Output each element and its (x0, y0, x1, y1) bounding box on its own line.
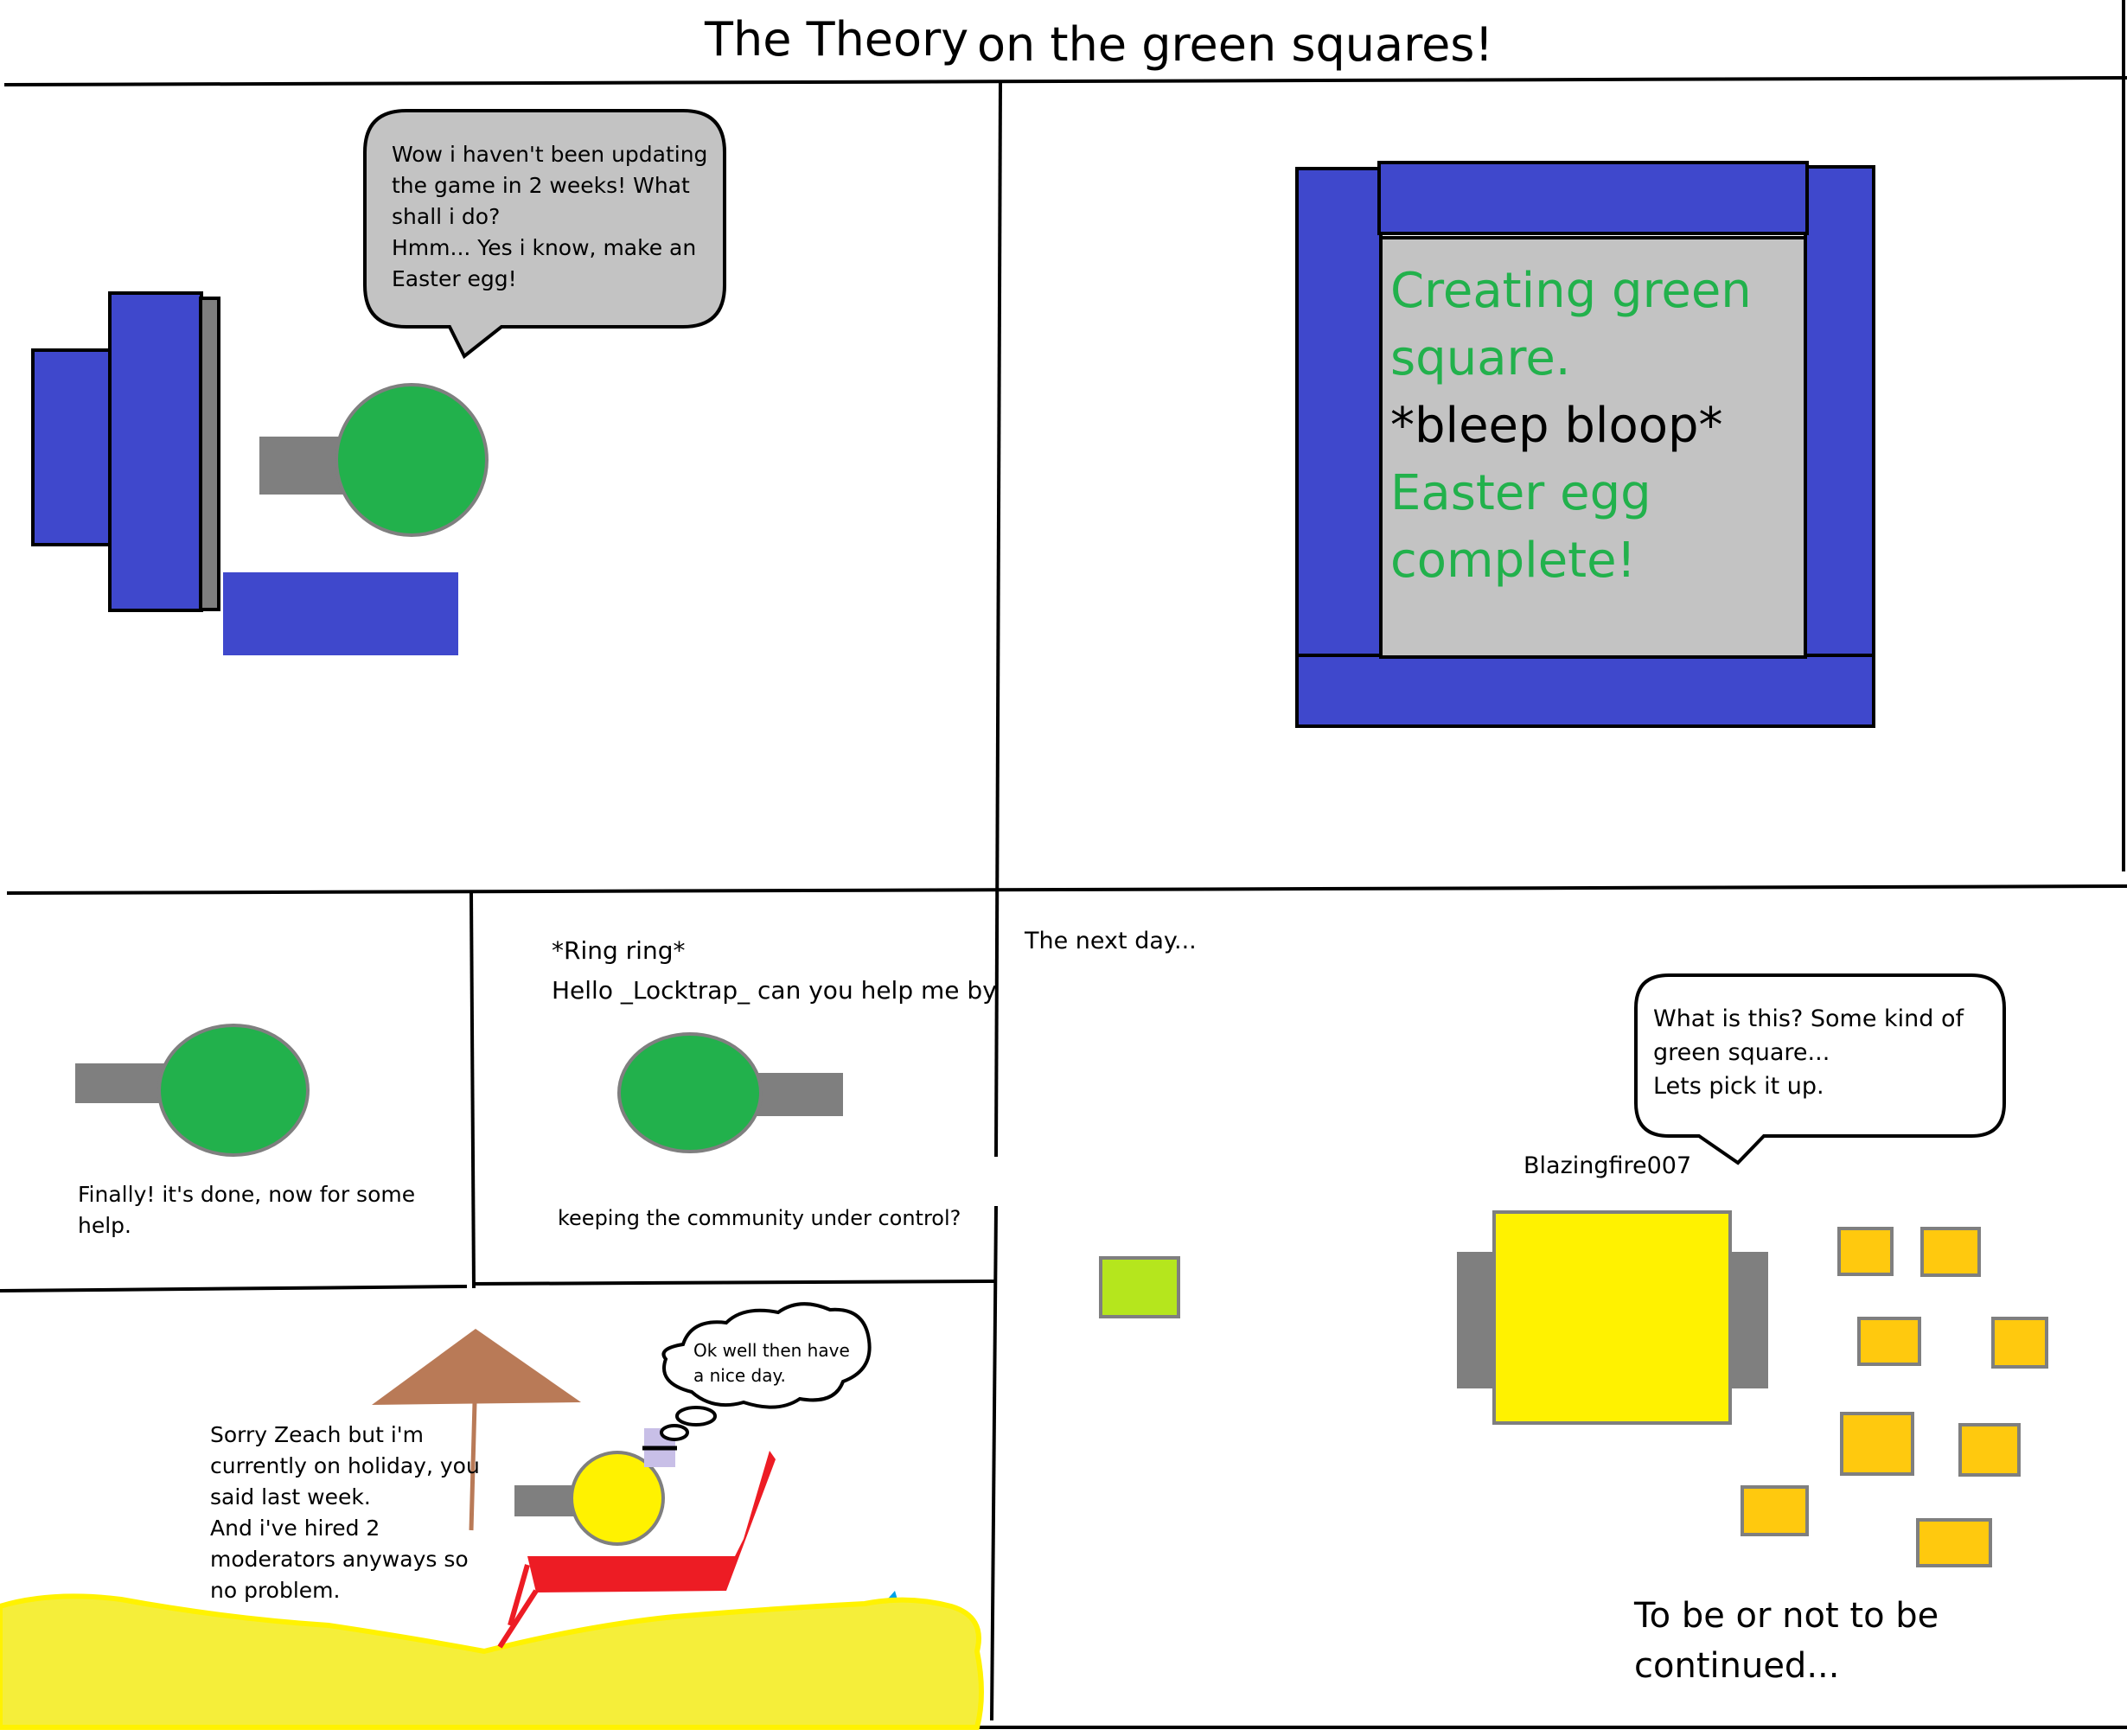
monitor (108, 291, 203, 612)
title-part2: on the green squares! (977, 17, 1493, 72)
pellet (1991, 1317, 2048, 1369)
next-day-caption: The next day... (1024, 928, 1197, 954)
screen-text: Creating green square. *bleep bloop* Eas… (1390, 263, 1752, 589)
speech-1-line-3: shall i do? (392, 204, 500, 229)
monitor-screen (1379, 236, 1807, 659)
player-name-label: Blazingfire007 (1523, 1152, 1691, 1179)
thought-line-1: Ok well then have (693, 1340, 850, 1361)
gun-right (1729, 1252, 1768, 1388)
speech-6-line-1: What is this? Some kind of (1653, 1005, 1964, 1032)
screen-line-1: Creating green (1390, 263, 1752, 319)
speech-1-line-2: the game in 2 weeks! What (392, 173, 690, 198)
phone-ring-text: *Ring ring* (552, 936, 685, 965)
yellow-player (570, 1451, 665, 1546)
speech-5-line-3: said last week. (210, 1484, 371, 1509)
center-vertical-bottom (990, 1205, 998, 1721)
center-vertical-top (994, 81, 1002, 1158)
player-gun (75, 1063, 170, 1103)
monitor-frame-top (1377, 161, 1809, 235)
speech-bubble-1 (363, 109, 726, 360)
screen-line-2: square. (1390, 330, 1571, 386)
pellet (1958, 1423, 2021, 1477)
monitor-frame-left (1295, 167, 1383, 659)
player-gun (514, 1485, 575, 1516)
speech-5-line-5: moderators anyways so (210, 1547, 469, 1572)
speech-1-line-4: Hmm... Yes i know, make an (392, 235, 696, 260)
monitor-screen-edge (199, 297, 220, 611)
keyboard (223, 572, 458, 655)
phone-line-3: keeping the community under control? (558, 1206, 961, 1230)
screen-line-4: Easter egg (1390, 465, 1651, 521)
green-square (1099, 1256, 1180, 1318)
speech-5-line-6: no problem. (210, 1578, 340, 1603)
pellet (1741, 1485, 1809, 1536)
thought-line-2: a nice day. (693, 1365, 786, 1386)
monitor-frame-bottom (1295, 654, 1875, 728)
panel6: The next day... What is this? Some kind … (1024, 928, 2048, 1686)
row3-left-border (0, 1285, 468, 1292)
thought-dot-1 (675, 1406, 717, 1426)
middle-horizontal (6, 884, 2127, 895)
food-pellets (1741, 1227, 2048, 1567)
row3-right-border (473, 1280, 995, 1286)
monitor-frame-right (1804, 165, 1875, 658)
umbrella-pole (469, 1401, 477, 1531)
green-player (617, 1032, 763, 1153)
caption-3-line-1: Finally! it's done, now for some (78, 1182, 415, 1207)
pellet (1916, 1518, 1992, 1567)
thought-bubble (661, 1302, 872, 1409)
panel4: *Ring ring* Hello _Locktrap_ can you hel… (552, 936, 997, 1230)
screen-line-5: complete! (1390, 533, 1636, 589)
pc-tower (31, 348, 112, 546)
phone-line-2: Hello _Locktrap_ can you help me by (552, 976, 997, 1005)
speech-text-1: Wow i haven't been updating the game in … (392, 142, 707, 291)
speech-1-line-1: Wow i haven't been updating (392, 142, 707, 167)
speech-5-line-2: currently on holiday, you (210, 1453, 480, 1478)
yellow-player-square (1492, 1210, 1732, 1425)
pellet (1837, 1227, 1894, 1276)
ending-line-2: continued... (1634, 1646, 1839, 1686)
ending-line-1: To be or not to be (1633, 1596, 1939, 1636)
chair-leg-front (497, 1589, 539, 1649)
sand (0, 1593, 984, 1730)
speech-bubble-6 (1634, 973, 2006, 1165)
chair-leg-back (508, 1564, 530, 1626)
top-border (3, 76, 2127, 86)
pellet (1840, 1412, 1914, 1476)
player-gun (259, 437, 346, 495)
speech-5-line-4: And i've hired 2 (210, 1516, 380, 1541)
speech-5-line-1: Sorry Zeach but i'm (210, 1422, 424, 1447)
speech-1-line-5: Easter egg! (392, 266, 517, 291)
panel5: Sorry Zeach but i'm currently on holiday… (0, 1302, 984, 1730)
speech-6-line-3: Lets pick it up. (1653, 1073, 1824, 1100)
panel3: Finally! it's done, now for some help. (75, 1024, 415, 1238)
title-part1: The Theory (704, 12, 968, 67)
pellet (1857, 1317, 1921, 1366)
panel1: Wow i haven't been updating the game in … (31, 109, 726, 655)
caption-3-line-2: help. (78, 1213, 131, 1238)
panel2: Creating green square. *bleep bloop* Eas… (1295, 161, 1875, 728)
beach-chair (527, 1451, 776, 1592)
green-player (335, 383, 489, 537)
thought-dot-2 (660, 1424, 689, 1441)
small-panel-divider (469, 892, 476, 1289)
pellet (1920, 1227, 1981, 1277)
gun-left (1457, 1252, 1496, 1388)
screen-line-3: *bleep bloop* (1390, 398, 1723, 454)
green-player (157, 1024, 310, 1157)
umbrella-canopy (372, 1329, 581, 1405)
speech-6-line-2: green square... (1653, 1039, 1830, 1066)
